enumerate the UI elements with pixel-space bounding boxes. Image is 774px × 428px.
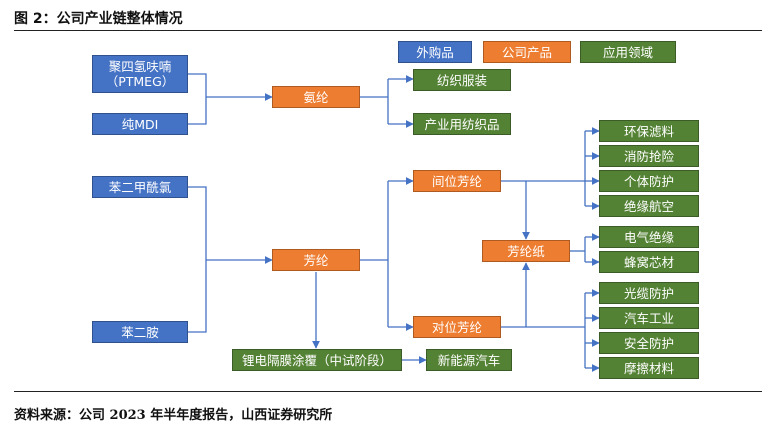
node-auto-industry: 汽车工业 <box>599 307 699 329</box>
node-separator-coating: 锂电隔膜涂覆（中试阶段） <box>232 349 402 371</box>
legend-product: 公司产品 <box>483 41 571 63</box>
node-fire-rescue: 消防抢险 <box>599 145 699 167</box>
top-rule <box>14 30 762 31</box>
bottom-rule <box>14 391 762 392</box>
connector-diamine <box>188 260 207 333</box>
node-cable-protection: 光缆防护 <box>599 282 699 304</box>
node-insulation-aviation: 绝缘航空 <box>599 195 699 217</box>
node-benzene-dimethyl-chloride: 苯二甲酰氯 <box>92 176 188 198</box>
node-friction-material: 摩擦材料 <box>599 357 699 379</box>
node-env-filter: 环保滤料 <box>599 120 699 142</box>
connector-pure-mdi <box>188 97 207 125</box>
node-safety-protection: 安全防护 <box>599 332 699 354</box>
node-meta-aramid: 间位芳纶 <box>413 170 501 192</box>
legend-external: 外购品 <box>398 41 472 63</box>
connector-ptmeg <box>188 73 207 97</box>
node-pure-mdi: 纯MDI <box>92 113 188 135</box>
node-benzene-diamine: 苯二胺 <box>92 321 188 343</box>
connector-dimethyl-chloride <box>188 186 207 260</box>
node-aramid: 芳纶 <box>272 249 360 271</box>
node-ptmeg: 聚四氢呋喃 （PTMEG） <box>92 55 188 93</box>
node-electrical-insulation: 电气绝缘 <box>599 226 699 248</box>
node-spandex: 氨纶 <box>272 86 360 108</box>
legend-application: 应用领域 <box>580 41 676 63</box>
node-personal-protection: 个体防护 <box>599 170 699 192</box>
figure-caption: 图 2：公司产业链整体情况 <box>14 11 183 27</box>
node-industrial-textile: 产业用纺织品 <box>413 113 511 135</box>
node-honeycomb-core: 蜂窝芯材 <box>599 251 699 273</box>
source-note: 资料来源：公司 2023 年半年度报告，山西证券研究所 <box>14 408 333 423</box>
node-para-aramid: 对位芳纶 <box>413 316 501 338</box>
node-aramid-paper: 芳纶纸 <box>482 240 570 262</box>
node-new-energy-vehicle: 新能源汽车 <box>426 349 512 371</box>
node-textile-clothing: 纺织服装 <box>413 69 511 91</box>
